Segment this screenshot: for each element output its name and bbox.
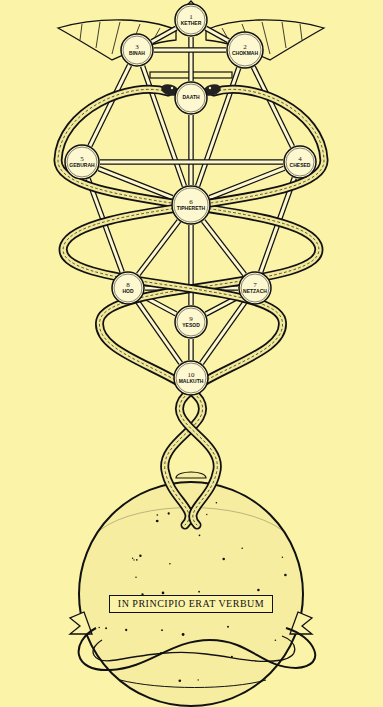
sephirah-name: HOD <box>122 289 133 295</box>
path-connector <box>143 66 185 186</box>
sephirah-name: DAATH <box>182 95 199 101</box>
sephirah-number: 10 <box>188 372 195 379</box>
sephirah-name: CHESED <box>290 163 311 169</box>
sephirah-circle: 10MALKUTH <box>173 360 209 396</box>
sephirah-number: 3 <box>135 44 139 51</box>
sephirah-number: 1 <box>189 14 193 21</box>
path-connector <box>138 302 181 363</box>
sephirah-circle: 3BINAH <box>120 33 154 67</box>
path-connector <box>191 339 192 360</box>
sephirah-circle: 8HOD <box>111 271 145 305</box>
wings <box>58 1 324 60</box>
sephirah-name: YESOD <box>182 323 200 329</box>
sephirah-name: GEBURAH <box>69 163 94 169</box>
sephirah-number: 7 <box>253 282 257 289</box>
sephirah-number: 9 <box>189 316 193 323</box>
sephirah-circle: 4CHESED <box>283 145 317 179</box>
sephirah-number: 8 <box>126 282 130 289</box>
sephirah-name: KETHER <box>181 21 202 27</box>
sephirah-circle: DAATH <box>174 81 208 115</box>
sephirah-circle: 7NETZACH <box>238 271 272 305</box>
path-connector <box>191 37 192 81</box>
sephirah-circle: 1KETHER <box>174 3 208 37</box>
sephirah-name: NETZACH <box>243 289 267 295</box>
sephirah-name: MALKUTH <box>179 379 204 385</box>
sephirah-circle: 2CHOKMAH <box>226 31 264 69</box>
path-connector <box>206 28 229 41</box>
sephirah-number: 4 <box>298 156 302 163</box>
ribbon <box>70 612 315 688</box>
sephirah-name: BINAH <box>129 51 145 57</box>
sephirah-circle: 5GEBURAH <box>64 144 100 180</box>
path-connector <box>154 50 226 51</box>
path-connector <box>201 302 245 363</box>
sephirah-number: 6 <box>189 199 193 206</box>
path-connector <box>203 221 244 275</box>
path-connector <box>191 115 192 185</box>
motto-text: IN PRINCIPIO ERAT VERBUM <box>118 599 264 609</box>
path-connector <box>152 28 176 41</box>
sephirah-name: CHOKMAH <box>232 51 258 57</box>
sephirah-number: 2 <box>243 44 247 51</box>
path-connector <box>138 221 179 275</box>
path-connector <box>100 162 283 163</box>
sephirah-name: TIPHERETH <box>177 206 205 212</box>
sephirah-number: 5 <box>80 156 84 163</box>
sephirah-circle: 9YESOD <box>174 305 208 339</box>
globe <box>79 472 303 706</box>
sephirah-circle: 6TIPHERETH <box>171 185 211 225</box>
motto-banner: IN PRINCIPIO ERAT VERBUM <box>109 595 273 613</box>
